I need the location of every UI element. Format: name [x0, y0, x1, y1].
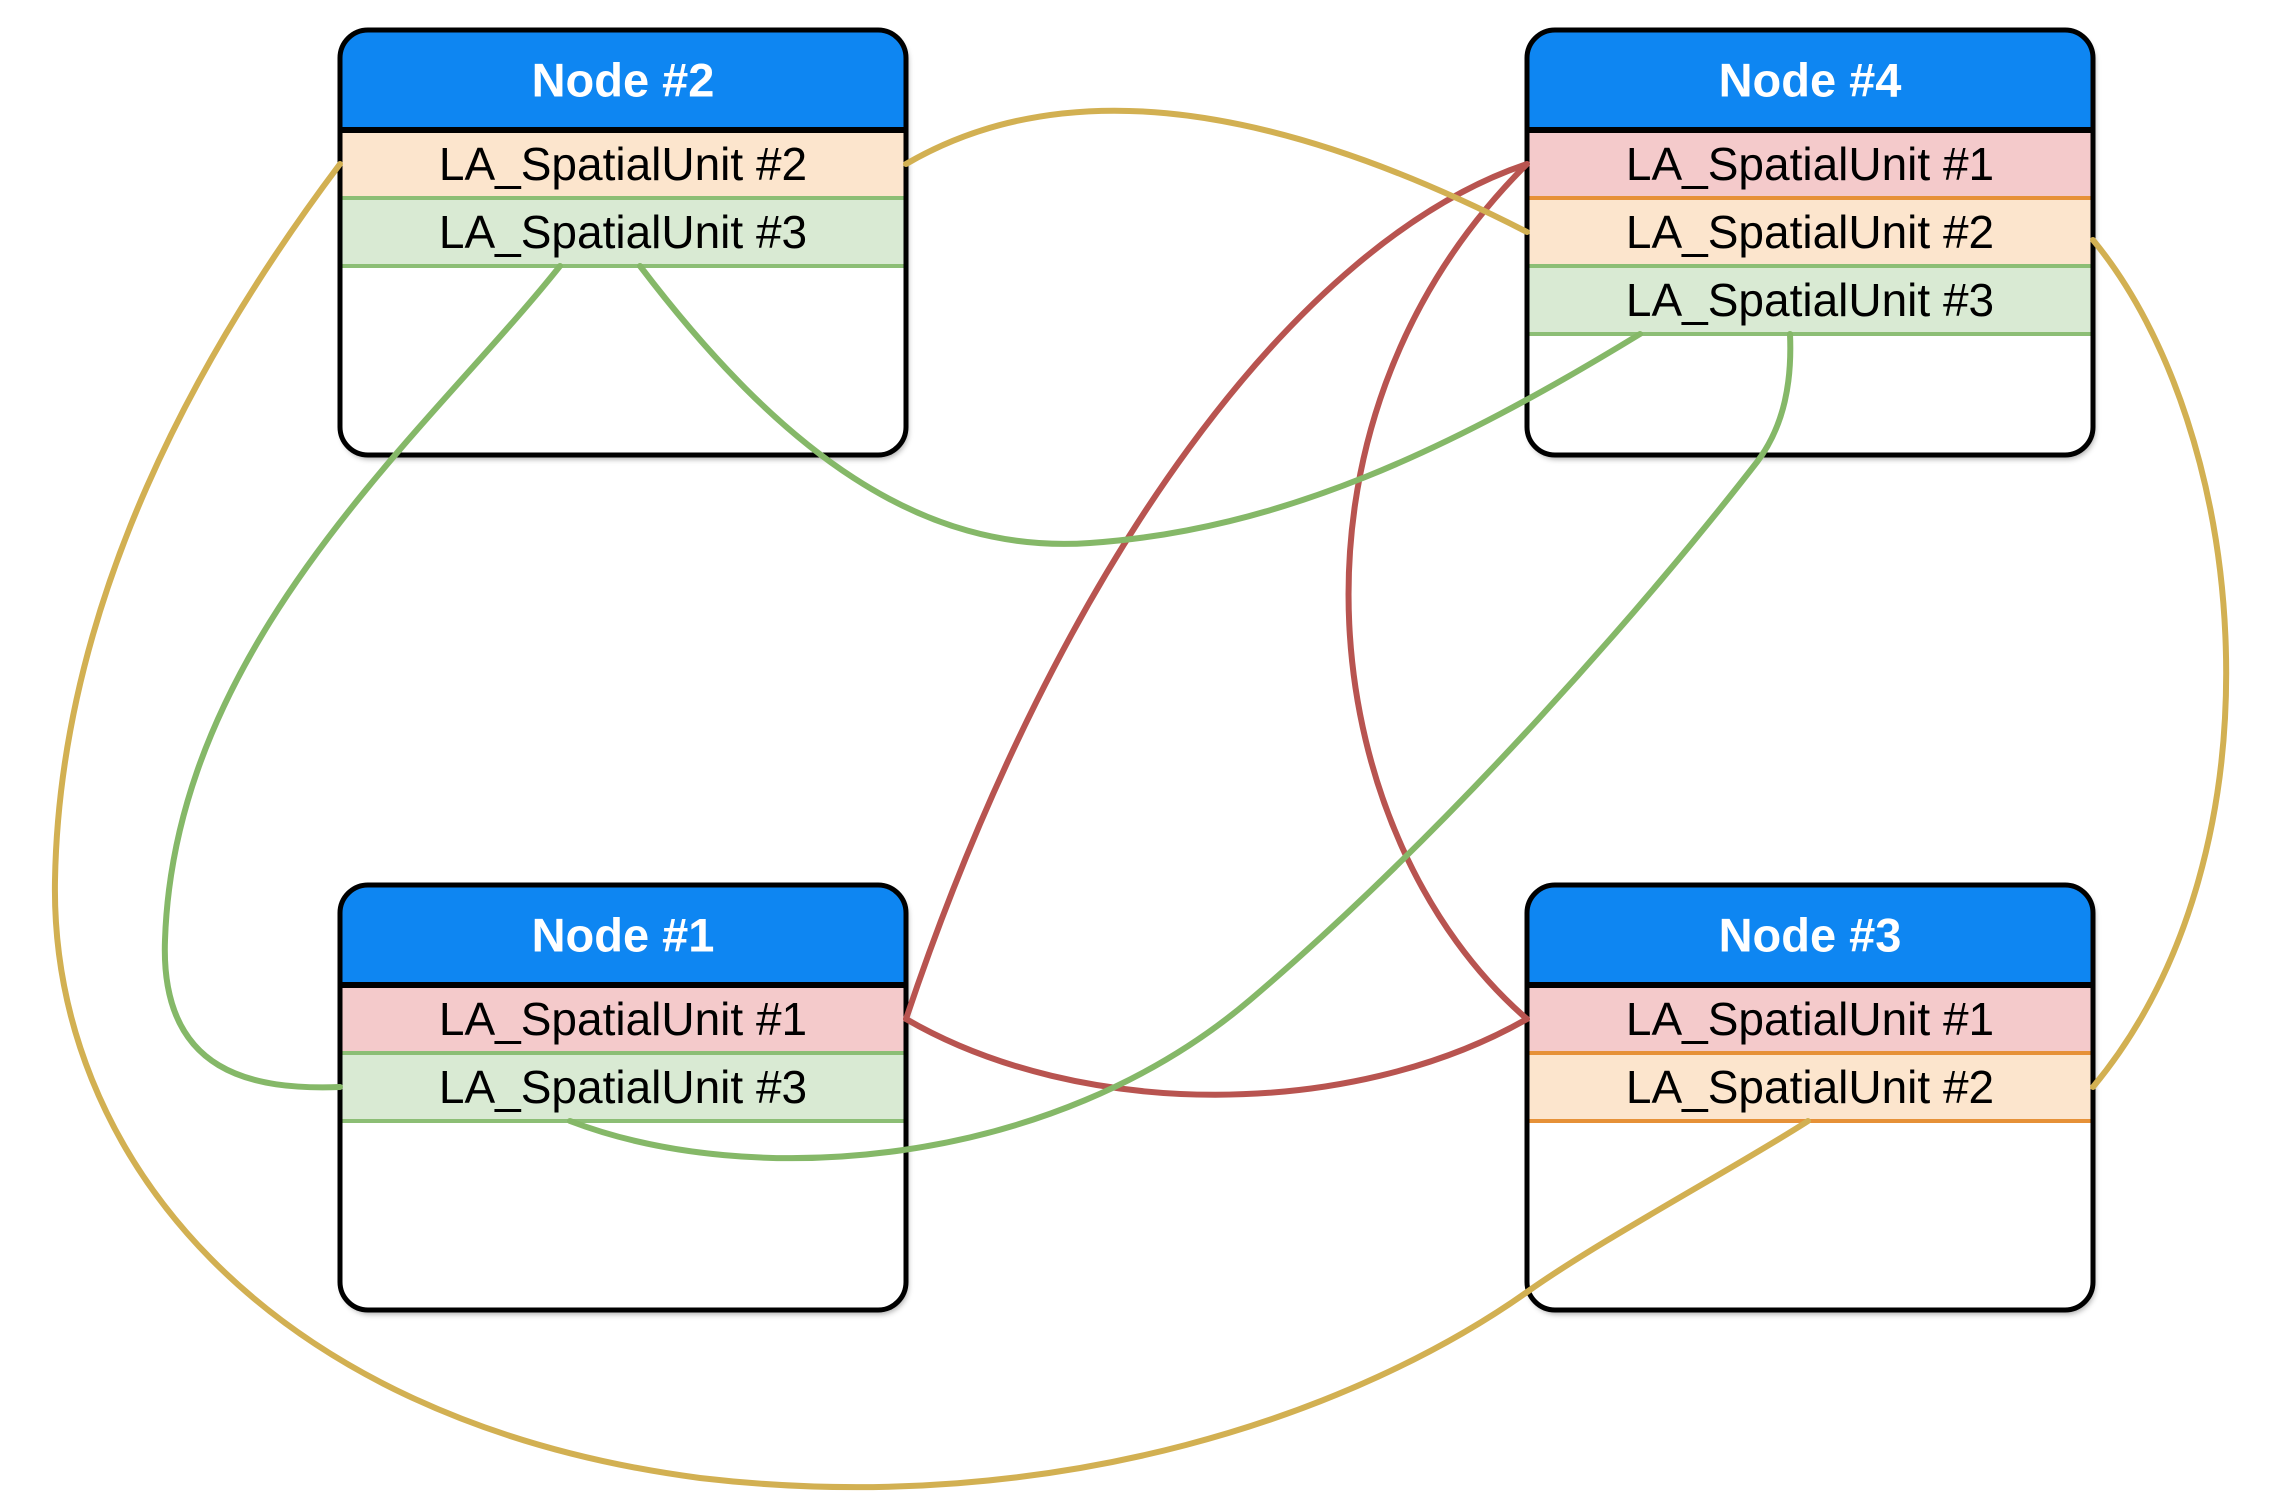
connection-su3-node2-node1[interactable] [161, 263, 563, 1091]
node-title: Node #3 [1719, 909, 1902, 962]
node-row-label: LA_SpatialUnit #1 [1626, 138, 1994, 190]
node-row-label: LA_SpatialUnit #2 [439, 138, 807, 190]
node-header[interactable] [340, 885, 906, 985]
node-row-la-spatialunit-2[interactable] [340, 130, 906, 198]
node-row-la-spatialunit-2[interactable] [1527, 198, 2093, 266]
node-row-label: LA_SpatialUnit #2 [1626, 206, 1994, 258]
connection-su3-node2-node4[interactable] [637, 263, 1643, 547]
node-node-4[interactable]: Node #4 LA_SpatialUnit #1 LA_SpatialUnit #… [1524, 27, 2096, 458]
connection-su1-node1-node4[interactable] [903, 161, 1530, 1022]
node-node-3[interactable]: Node #3 LA_SpatialUnit #1 LA_SpatialUnit #… [1524, 882, 2096, 1313]
node-node-1[interactable]: Node #1 LA_SpatialUnit #1 LA_SpatialUnit #… [337, 882, 909, 1313]
node-row-la-spatialunit-1[interactable] [1527, 130, 2093, 198]
connection-su2-node2-node3[interactable] [51, 161, 1811, 1491]
node-title: Node #1 [532, 909, 715, 962]
node-row-label: LA_SpatialUnit #2 [1626, 1061, 1994, 1113]
node-row-la-spatialunit-2[interactable] [1527, 1053, 2093, 1121]
node-title: Node #2 [532, 54, 715, 107]
node-border [337, 27, 909, 458]
connection-su1-node1-node3[interactable] [903, 1016, 1530, 1098]
node-row-la-spatialunit-1[interactable] [1527, 985, 2093, 1053]
node-row-label: LA_SpatialUnit #3 [439, 1061, 807, 1113]
node-row-label: LA_SpatialUnit #3 [439, 206, 807, 258]
connection-su1-node4-node3[interactable] [1345, 161, 1530, 1022]
connection-su2-node4-node3[interactable] [2090, 237, 2230, 1090]
node-border [1524, 882, 2096, 1313]
node-row-la-spatialunit-3[interactable] [1527, 266, 2093, 334]
node-row-la-spatialunit-3[interactable] [340, 1053, 906, 1121]
node-border [337, 882, 909, 1313]
node-header[interactable] [340, 30, 906, 130]
node-row-label: LA_SpatialUnit #3 [1626, 274, 1994, 326]
node-row-la-spatialunit-1[interactable] [340, 985, 906, 1053]
node-node-2[interactable]: Node #2 LA_SpatialUnit #2 LA_SpatialUnit #… [337, 27, 909, 458]
node-header[interactable] [1527, 885, 2093, 985]
node-title: Node #4 [1719, 54, 1902, 107]
node-row-la-spatialunit-3[interactable] [340, 198, 906, 266]
node-header[interactable] [1527, 30, 2093, 130]
connection-su3-node1-node4[interactable] [567, 331, 1794, 1162]
connection-su2-node2-node4[interactable] [903, 107, 1530, 235]
node-row-label: LA_SpatialUnit #1 [1626, 993, 1994, 1045]
node-row-label: LA_SpatialUnit #1 [439, 993, 807, 1045]
